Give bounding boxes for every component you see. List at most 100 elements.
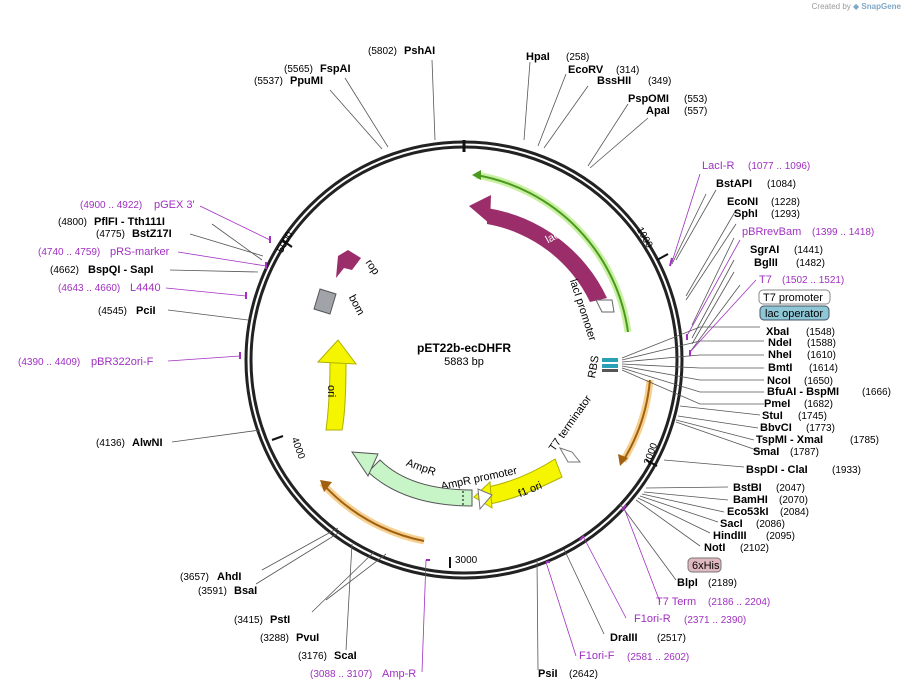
label-stui-pos: (1745) — [798, 411, 827, 422]
label-pshai-pos: (5802) — [368, 46, 397, 57]
label-ppumi-pos: (5537) — [254, 76, 283, 87]
label-hpai: HpaI — [526, 51, 550, 63]
primer-ticks — [239, 236, 691, 563]
lacI-feature — [487, 208, 607, 302]
label-bglii-pos: (1482) — [796, 258, 825, 269]
label-eco53ki-pos: (2084) — [780, 507, 809, 518]
ampR-label: AmpR — [405, 457, 438, 479]
label-scai: ScaI — [334, 650, 357, 662]
label-pcii: PciI — [136, 305, 156, 317]
ori-feature — [325, 361, 347, 431]
label-alwni: AlwNI — [132, 437, 163, 449]
lacI-outer-arrowhead — [472, 170, 481, 180]
label-laci-r: LacI-R — [702, 160, 734, 172]
snapgene-logo-icon: ◆ — [853, 2, 860, 11]
lacI-promoter-arrow — [595, 299, 615, 313]
label-bspqi-sapi: BspQI - SapI — [88, 264, 153, 276]
label-bmti-pos: (1614) — [809, 363, 838, 374]
label-ahdi-pos: (3657) — [180, 572, 209, 583]
label-saci-pos: (2086) — [756, 519, 785, 530]
label-prs-marker: pRS-marker — [110, 246, 170, 258]
label-t7-primer: T7 — [759, 274, 772, 286]
label-bfuai-bspmi-pos: (1666) — [862, 387, 891, 398]
plasmid-name: pET22b-ecDHFR — [417, 341, 511, 355]
ampR-promoter-arrow — [477, 488, 493, 511]
label-draiii-pos: (2517) — [657, 633, 686, 644]
bom-feature — [313, 288, 337, 315]
label-ncoi: NcoI — [767, 375, 791, 387]
label-sgrai: SgrAI — [750, 244, 779, 256]
label-t7-primer-pos: (1502 .. 1521) — [782, 275, 844, 286]
label-ndei: NdeI — [768, 337, 792, 349]
label-sphi-pos: (1293) — [771, 209, 800, 220]
ampR-outer-arc — [321, 482, 425, 542]
label-pbr322ori-f: pBR322ori-F — [91, 356, 154, 368]
label-6xhis: 6xHis — [692, 560, 720, 572]
label-blpi-pos: (2189) — [708, 578, 737, 589]
label-apai: ApaI — [646, 105, 670, 117]
label-bsshii-pos: (349) — [648, 76, 671, 87]
lac-operator-box — [759, 305, 830, 321]
label-tspmi-xmai: TspMI - XmaI — [756, 434, 823, 446]
label-psti-pos: (3415) — [234, 615, 263, 626]
label-psii: PsiI — [538, 668, 558, 680]
label-xbai: XbaI — [766, 326, 789, 338]
ori-label: ori — [325, 385, 337, 397]
rop-feature — [336, 250, 361, 278]
plasmid-length: 5883 bp — [444, 356, 484, 368]
label-ndei-pos: (1588) — [807, 338, 836, 349]
label-pflfi-pos: (4800) — [58, 217, 87, 228]
label-bamhi-pos: (2070) — [779, 495, 808, 506]
label-pmei-pos: (1682) — [804, 399, 833, 410]
label-pbrrevbam: pBRrevBam — [742, 226, 801, 238]
tick-marks — [271, 239, 669, 568]
label-ncoi-pos: (1650) — [804, 376, 833, 387]
label-bsai: BsaI — [234, 585, 257, 597]
label-f1ori-f-pos: (2581 .. 2602) — [627, 652, 689, 663]
label-blpi: BlpI — [677, 577, 698, 589]
insert-arc — [622, 379, 651, 462]
label-bsshii: BssHII — [597, 75, 631, 87]
label-stui: StuI — [762, 410, 783, 422]
label-noti: NotI — [704, 542, 725, 554]
label-ppumi: PpuMI — [290, 75, 323, 87]
ampR-outer-arrowhead — [320, 480, 332, 492]
label-bbvci-pos: (1773) — [806, 423, 835, 434]
label-psii-pos: (2642) — [569, 669, 598, 680]
label-bstbi-pos: (2047) — [776, 483, 805, 494]
label-pgex3: pGEX 3' — [154, 199, 195, 211]
label-pspomi: PspOMI — [628, 93, 669, 105]
label-pbrrevbam-pos: (1399 .. 1418) — [812, 227, 874, 238]
label-scai-pos: (3176) — [298, 651, 327, 662]
rbs-marker-2 — [602, 364, 618, 368]
label-f1ori-f: F1ori-F — [579, 650, 615, 662]
label-pbr322ori-f-pos: (4390 .. 4409) — [18, 357, 80, 368]
label-prs-marker-pos: (4740 .. 4759) — [38, 247, 100, 258]
label-fspai: FspAI — [320, 63, 351, 75]
label-nhei-pos: (1610) — [807, 350, 836, 361]
label-eco53ki: Eco53kI — [727, 506, 769, 518]
6xhis-box — [687, 557, 722, 573]
primer-leader-lines — [165, 173, 757, 673]
label-draiii: DraIII — [610, 632, 638, 644]
label-tspmi-xmai-pos: (1785) — [850, 435, 879, 446]
credit-prefix: Created by — [811, 2, 851, 11]
label-pflfi-tth111i: PflFI - Tth111I — [94, 216, 165, 228]
label-econi: EcoNI — [727, 196, 758, 208]
label-bspdi-clai-pos: (1933) — [832, 465, 861, 476]
label-ecorv-pos: (314) — [616, 65, 639, 76]
label-lac-operator: lac operator — [765, 308, 823, 320]
label-saci: SacI — [720, 518, 743, 530]
label-xbai-pos: (1548) — [806, 327, 835, 338]
label-pvui-pos: (3288) — [260, 633, 289, 644]
label-fspai-pos: (5565) — [284, 64, 313, 75]
rbs-marker-3 — [602, 369, 618, 372]
tick-label-3000: 3000 — [455, 555, 478, 566]
snapgene-credit: Created by ◆ SnapGene — [812, 2, 901, 11]
insert-arrowhead — [618, 454, 628, 466]
label-f1ori-r-pos: (2371 .. 2390) — [684, 615, 746, 626]
label-smai: SmaI — [753, 446, 779, 458]
t7-promoter-box — [758, 289, 831, 305]
t7-terminator-marker — [558, 447, 582, 463]
